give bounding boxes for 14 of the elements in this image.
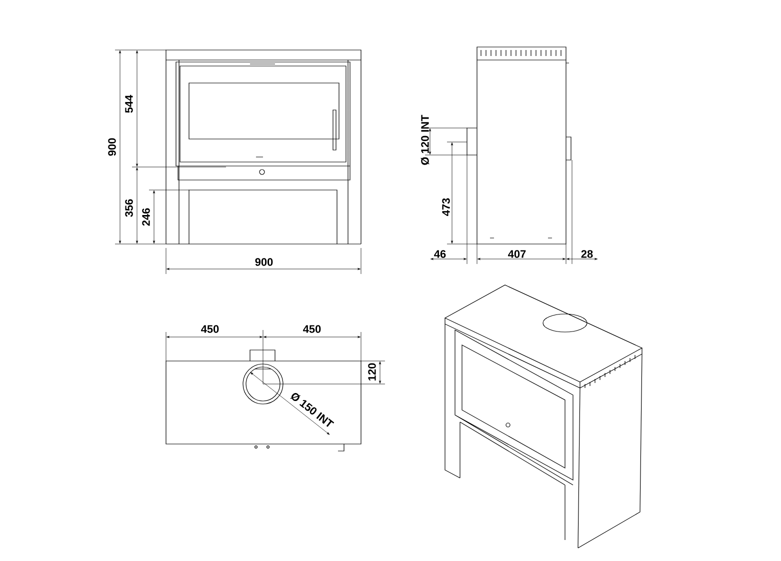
dimension-label: 450 <box>303 325 321 333</box>
dimension-label: 900 <box>255 258 273 266</box>
dimension-label: 46 <box>434 250 446 258</box>
dimension-label: 544 <box>125 94 133 113</box>
dimension-label: 900 <box>108 138 116 156</box>
dimension-label: 450 <box>201 325 219 333</box>
dimension-label: 473 <box>442 198 450 216</box>
dimension-label: 356 <box>125 199 133 217</box>
dimension-label: 407 <box>508 250 526 258</box>
dimension-label: 28 <box>581 250 593 258</box>
dimension-label: 120 <box>368 363 376 380</box>
dimension-label: 246 <box>142 208 150 226</box>
dimension-label: Ø 120 INT <box>420 114 430 165</box>
dimension-label: Ø 150 INT <box>290 393 334 427</box>
